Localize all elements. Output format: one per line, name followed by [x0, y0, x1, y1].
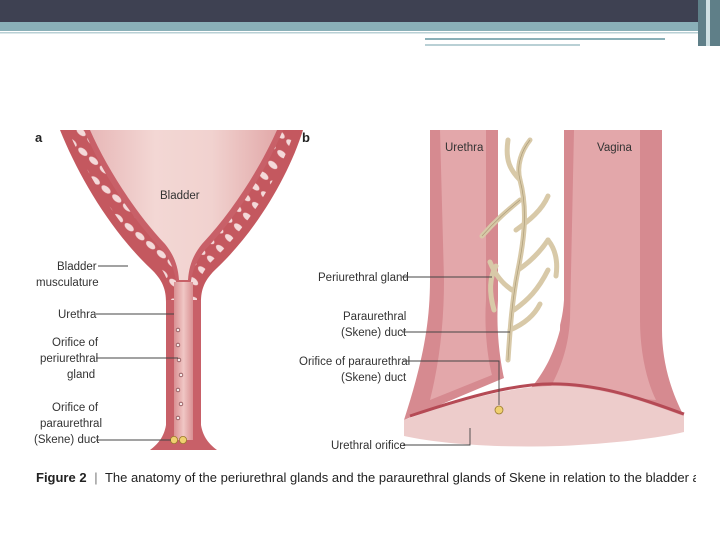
- label-orifice-gland-2: periurethral: [40, 353, 98, 365]
- panel-b: b Urethra: [299, 130, 684, 452]
- label-bladder: Bladder: [160, 190, 200, 202]
- orifice-dot: [176, 328, 180, 332]
- label-periurethral-gland: Periurethral gland: [318, 272, 409, 284]
- label-orifice-duct-1: Orifice of: [52, 402, 99, 414]
- figure-caption: Figure 2 | The anatomy of the periurethr…: [36, 470, 696, 485]
- label-orifice-duct-3: (Skene) duct: [34, 434, 100, 446]
- orifice-dot: [177, 358, 181, 362]
- label-paraurethral-duct-2: (Skene) duct: [341, 327, 407, 339]
- label-orifice-duct-2: paraurethral: [40, 418, 102, 430]
- panel-a-letter: a: [35, 130, 43, 145]
- label-orifice-gland-1: Orifice of: [52, 337, 99, 349]
- label-vagina: Vagina: [597, 142, 633, 154]
- orifice-dot: [176, 343, 180, 347]
- panel-b-letter: b: [302, 130, 310, 145]
- label-orifice-paraurethral-2: (Skene) duct: [341, 372, 407, 384]
- orifice-dot: [176, 388, 180, 392]
- label-urethral-orifice: Urethral orifice: [331, 440, 406, 452]
- label-bladder-musculature-1: Bladder: [57, 261, 97, 273]
- orifice-dot: [179, 373, 183, 377]
- skene-orifice-left: [170, 436, 177, 443]
- paraurethral-orifice: [495, 406, 503, 414]
- panel-a: a Bladder Bladder musculature Urethr: [34, 130, 303, 450]
- label-urethra-a: Urethra: [58, 309, 97, 321]
- orifice-dot: [176, 416, 180, 420]
- label-paraurethral-duct-1: Paraurethral: [343, 311, 406, 323]
- label-orifice-paraurethral-1: Orifice of paraurethral: [299, 356, 410, 368]
- label-urethra-b: Urethra: [445, 142, 484, 154]
- caption-text: The anatomy of the periurethral glands a…: [105, 470, 696, 485]
- label-bladder-musculature-2: musculature: [36, 277, 99, 289]
- figure-number: Figure 2: [36, 470, 87, 485]
- label-orifice-gland-3: gland: [67, 369, 95, 381]
- orifice-dot: [179, 402, 183, 406]
- caption-separator: |: [94, 470, 97, 485]
- skene-orifice-right: [179, 436, 186, 443]
